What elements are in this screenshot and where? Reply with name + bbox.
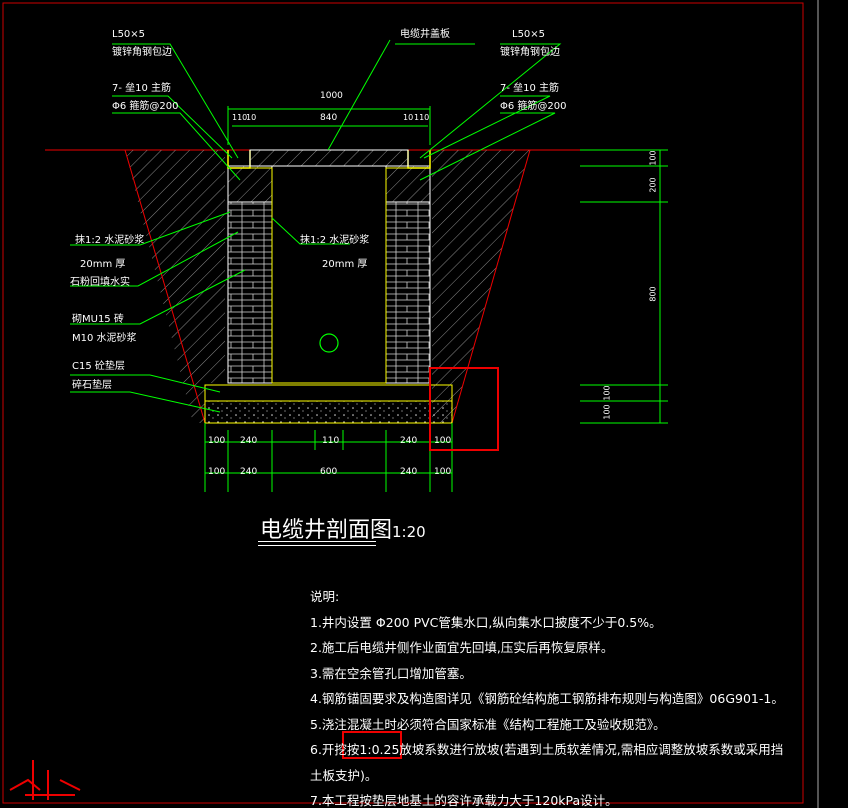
label-right-angle-note: 镀锌角钢包边 (500, 47, 560, 58)
soil-hatch-right (432, 150, 530, 423)
drawing-frame (2, 2, 804, 804)
note-item: 1.井内设置 Φ200 PVC管集水口,纵向集水口披度不少于0.5%。 (310, 614, 662, 630)
note-item: 3.需在空余管孔口增加管塞。 (310, 665, 472, 681)
soil-hatch-left (125, 150, 225, 423)
note-item: 7.本工程按垫层地基土的容许承载力大于120kPa设计。 (310, 793, 618, 808)
dim-r-b: 200 (648, 177, 658, 193)
dim-r-c: 800 (648, 286, 658, 302)
dim-r-e: 100 (602, 404, 612, 420)
drain-pipe (319, 333, 339, 353)
dim-top-inner: 840 (320, 113, 338, 123)
brick-wall-right (385, 201, 431, 384)
dim-b2-d: 240 (400, 467, 418, 477)
dim-b1-c: 110 (322, 436, 340, 446)
label-brick: 砌MU15 砖 (72, 314, 124, 325)
dim-b1-e: 100 (434, 436, 452, 446)
drawing-title-main: 电缆井剖面图 (260, 518, 393, 543)
label-mortar-left: 抹1:2 水泥砂浆 (75, 235, 145, 246)
dim-top-l1: 110 (232, 113, 248, 122)
dim-b1-d: 240 (400, 436, 418, 446)
dim-b2-e: 100 (434, 467, 452, 477)
title-underline (258, 541, 376, 542)
dim-r-a: 100 (648, 150, 658, 166)
notes-heading: 说明: (310, 589, 340, 604)
label-backfill: 石粉回填水实 (70, 277, 130, 288)
dim-r-d: 100 (602, 385, 612, 401)
concrete-bed (204, 384, 453, 402)
label-left-bar: 7- 垒10 主筋 (112, 83, 172, 94)
note-item: 土板支护)。 (310, 767, 378, 783)
title-underline-2 (258, 545, 376, 546)
gravel-bed (204, 400, 453, 424)
highlight-box-slope (429, 367, 499, 451)
note-item: 5.浇注混凝土时必须符合国家标准《结构工程施工及验收规范》。 (310, 716, 666, 732)
dim-b2-a: 100 (208, 467, 226, 477)
leader-lines (70, 39, 668, 492)
markup-scribble (9, 760, 81, 800)
label-right-bar: 7- 垒10 主筋 (500, 83, 560, 94)
brick-wall-left (227, 201, 273, 384)
dim-b1-a: 100 (208, 436, 226, 446)
note-item: 6.开挖按1:0.25放坡系数进行放坡(若遇到土质软差情况,需相应调整放坡系数或… (310, 742, 784, 757)
drawing-title: 电缆井剖面图1:20 (260, 512, 426, 544)
label-mortar-left-thk: 20mm 厚 (80, 259, 126, 270)
dim-top-r2: 110 (414, 113, 430, 122)
label-right-stirrup: Φ6 箍筋@200 (500, 101, 567, 112)
drawing-title-scale: 1:20 (392, 523, 426, 541)
label-brick-mortar: M10 水泥砂浆 (72, 333, 137, 344)
label-concrete: C15 砼垫层 (72, 361, 125, 372)
dim-b2-c: 600 (320, 467, 338, 477)
dim-top-r1: 10 (403, 113, 414, 122)
label-mortar-inner-thk: 20mm 厚 (322, 259, 368, 270)
label-left-angle: L50×5 (112, 29, 146, 40)
label-gravel: 碎石垫层 (72, 380, 112, 391)
dim-top-l2: 10 (246, 113, 257, 122)
label-right-angle: L50×5 (512, 29, 546, 40)
label-cover: 电缆井盖板 (400, 29, 450, 40)
label-left-angle-note: 镀锌角钢包边 (112, 47, 172, 58)
note-item: 2.施工后电缆井侧作业面宜先回填,压实后再恢复原样。 (310, 640, 614, 655)
dim-b2-b: 240 (240, 467, 258, 477)
note-item: 4.钢筋锚固要求及构造图详见《钢筋砼结构施工钢筋排布规则与构造图》06G901-… (310, 691, 784, 706)
dim-top-overall: 1000 (320, 91, 343, 101)
label-left-stirrup: Φ6 箍筋@200 (112, 101, 179, 112)
highlight-box-ratio (342, 731, 402, 759)
label-mortar-inner: 抹1:2 水泥砂浆 (300, 235, 370, 246)
notes-block: 说明: 1.井内设置 Φ200 PVC管集水口,纵向集水口披度不少于0.5%。 … (310, 584, 784, 808)
cover-slab (249, 149, 409, 167)
dim-b1-b: 240 (240, 436, 258, 446)
